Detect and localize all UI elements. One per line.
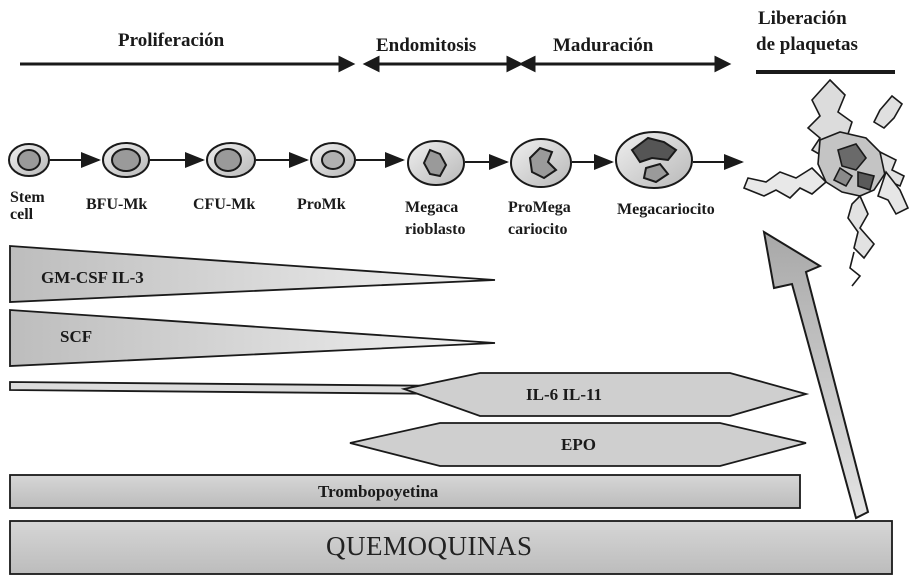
- cell-label-line: rioblasto: [405, 219, 465, 241]
- factor-label-il6-il11: IL-6 IL-11: [526, 386, 602, 404]
- bfu-mk-cell-icon: [103, 143, 149, 177]
- stem-cell-icon: [9, 144, 49, 176]
- promegacariocito-cell-icon: [511, 139, 571, 187]
- cell-label-line: BFU-Mk: [86, 197, 147, 214]
- cell-label-line: Stem: [10, 190, 45, 207]
- cell-label-promegacariocito: ProMega cariocito: [508, 197, 571, 241]
- phase-label-endomitosis: Endomitosis: [376, 36, 476, 56]
- megacarioblasto-cell-icon: [408, 141, 464, 185]
- factor-label-epo: EPO: [561, 436, 596, 454]
- cell-label-line: ProMk: [297, 197, 346, 214]
- cfu-mk-cell-icon: [207, 143, 255, 177]
- cell-label-line: cariocito: [508, 219, 571, 241]
- cell-label-megacariocito: Megacariocito: [617, 202, 715, 219]
- cell-label-megacarioblasto: Megaca rioblasto: [405, 197, 465, 241]
- factor-label-scf: SCF: [60, 328, 92, 346]
- factor-label-gm-csf-il3: GM-CSF IL-3: [41, 269, 144, 287]
- cell-label-line: ProMega: [508, 197, 571, 219]
- il6-il11-diamond: [404, 373, 806, 416]
- promk-cell-icon: [311, 143, 355, 177]
- il6-il11-early-band: [10, 382, 460, 394]
- phase-label-release-line2: de plaquetas: [756, 35, 858, 55]
- factor-label-quemoquinas: QUEMOQUINAS: [326, 531, 533, 562]
- cell-label-stem: Stem cell: [10, 190, 45, 224]
- cell-label-line: cell: [10, 207, 45, 224]
- cell-label-line: CFU-Mk: [193, 197, 255, 214]
- phase-label-release-line1: Liberación: [758, 9, 847, 29]
- factor-bands: [10, 246, 892, 574]
- cell-label-line: Megaca: [405, 197, 465, 219]
- cell-label-promk: ProMk: [297, 197, 346, 214]
- cell-label-line: Megacariocito: [617, 202, 715, 219]
- cell-label-cfu-mk: CFU-Mk: [193, 197, 255, 214]
- phase-label-maturation: Maduración: [553, 36, 653, 56]
- phase-arrows: [20, 58, 895, 72]
- cell-label-bfu-mk: BFU-Mk: [86, 197, 147, 214]
- megacariocito-cell-icon: [616, 132, 692, 188]
- factor-label-trombopoyetina: Trombopoyetina: [318, 483, 438, 501]
- phase-label-proliferation: Proliferación: [118, 31, 224, 51]
- cell-sequence: [9, 132, 692, 188]
